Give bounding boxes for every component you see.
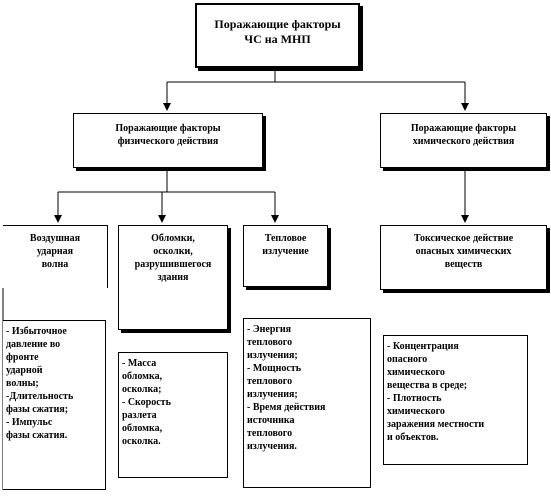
toxic-details: - Концентрация опасного химического веще… xyxy=(383,335,528,465)
debris-box: Обломки, осколки, разрушившегося здания xyxy=(118,225,228,330)
heat-radiation-box: Тепловое излучение xyxy=(243,225,328,287)
heat-radiation-details: - Энергия теплового излучения; - Мощност… xyxy=(243,318,371,488)
blast-wave-box: Воздушная ударная волна xyxy=(3,225,108,288)
chemical-factors-box: Поражающие факторы химического действия xyxy=(380,113,547,168)
toxic-action-box: Токсическое действие опасных химических … xyxy=(380,225,547,290)
debris-details: - Масса обломка, осколка; - Скорость раз… xyxy=(118,352,228,478)
root-box: Поражающие факторы ЧС на МНП xyxy=(195,3,360,68)
blast-wave-details: - Избыточное давление во фронте ударной … xyxy=(3,320,106,490)
physical-factors-box: Поражающие факторы физического действия xyxy=(73,113,263,168)
